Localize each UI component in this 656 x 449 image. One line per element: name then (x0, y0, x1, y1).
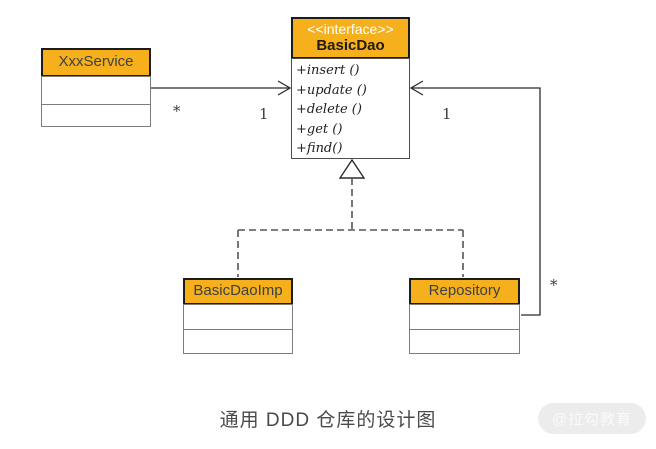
class-basicdaoimp-header: BasicDaoImp (183, 278, 293, 305)
class-xxxservice-header: XxxService (41, 48, 151, 77)
operations-compartment (183, 329, 293, 354)
attributes-compartment (183, 304, 293, 330)
method-insert: +insert () (296, 63, 360, 78)
multiplicity-repository-side: * (550, 276, 558, 294)
multiplicity-dao-left: 1 (259, 105, 269, 123)
operations-compartment (41, 104, 151, 127)
operations-compartment: +insert () +update () +delete () +get ()… (291, 58, 410, 159)
class-basicdao: <<interface>> BasicDao +insert () +updat… (291, 17, 410, 159)
class-name: BasicDaoImp (193, 282, 283, 300)
class-name: XxxService (58, 53, 134, 71)
watermark-badge: @拉勾教育 (537, 403, 646, 434)
open-arrowhead-icon (409, 80, 424, 96)
class-basicdao-header: <<interface>> BasicDao (291, 17, 410, 59)
stereotype-label: <<interface>> (307, 20, 394, 37)
realization-connector (237, 158, 464, 277)
association-service-to-dao (151, 80, 292, 96)
class-name: BasicDao (316, 37, 385, 55)
operations-compartment (409, 329, 520, 354)
class-repository-header: Repository (409, 278, 520, 305)
hollow-triangle-icon (338, 158, 366, 179)
association-repository-to-dao (409, 80, 541, 316)
multiplicity-service-side: * (173, 102, 181, 120)
class-basicdaoimp: BasicDaoImp (183, 278, 293, 354)
method-get: +get () (296, 121, 343, 137)
dashed-lines (237, 178, 464, 277)
attributes-compartment (409, 304, 520, 330)
class-xxxservice: XxxService (41, 48, 151, 127)
attributes-compartment (41, 76, 151, 105)
multiplicity-dao-right: 1 (442, 105, 452, 123)
method-delete: +delete () (296, 102, 362, 117)
class-name: Repository (428, 282, 501, 300)
method-update: +update () (296, 82, 367, 98)
diagram-caption: 通用 DDD 仓库的设计图 (219, 410, 437, 431)
open-arrowhead-icon (277, 80, 292, 96)
class-repository: Repository (409, 278, 520, 354)
method-find: +find() (296, 141, 343, 156)
